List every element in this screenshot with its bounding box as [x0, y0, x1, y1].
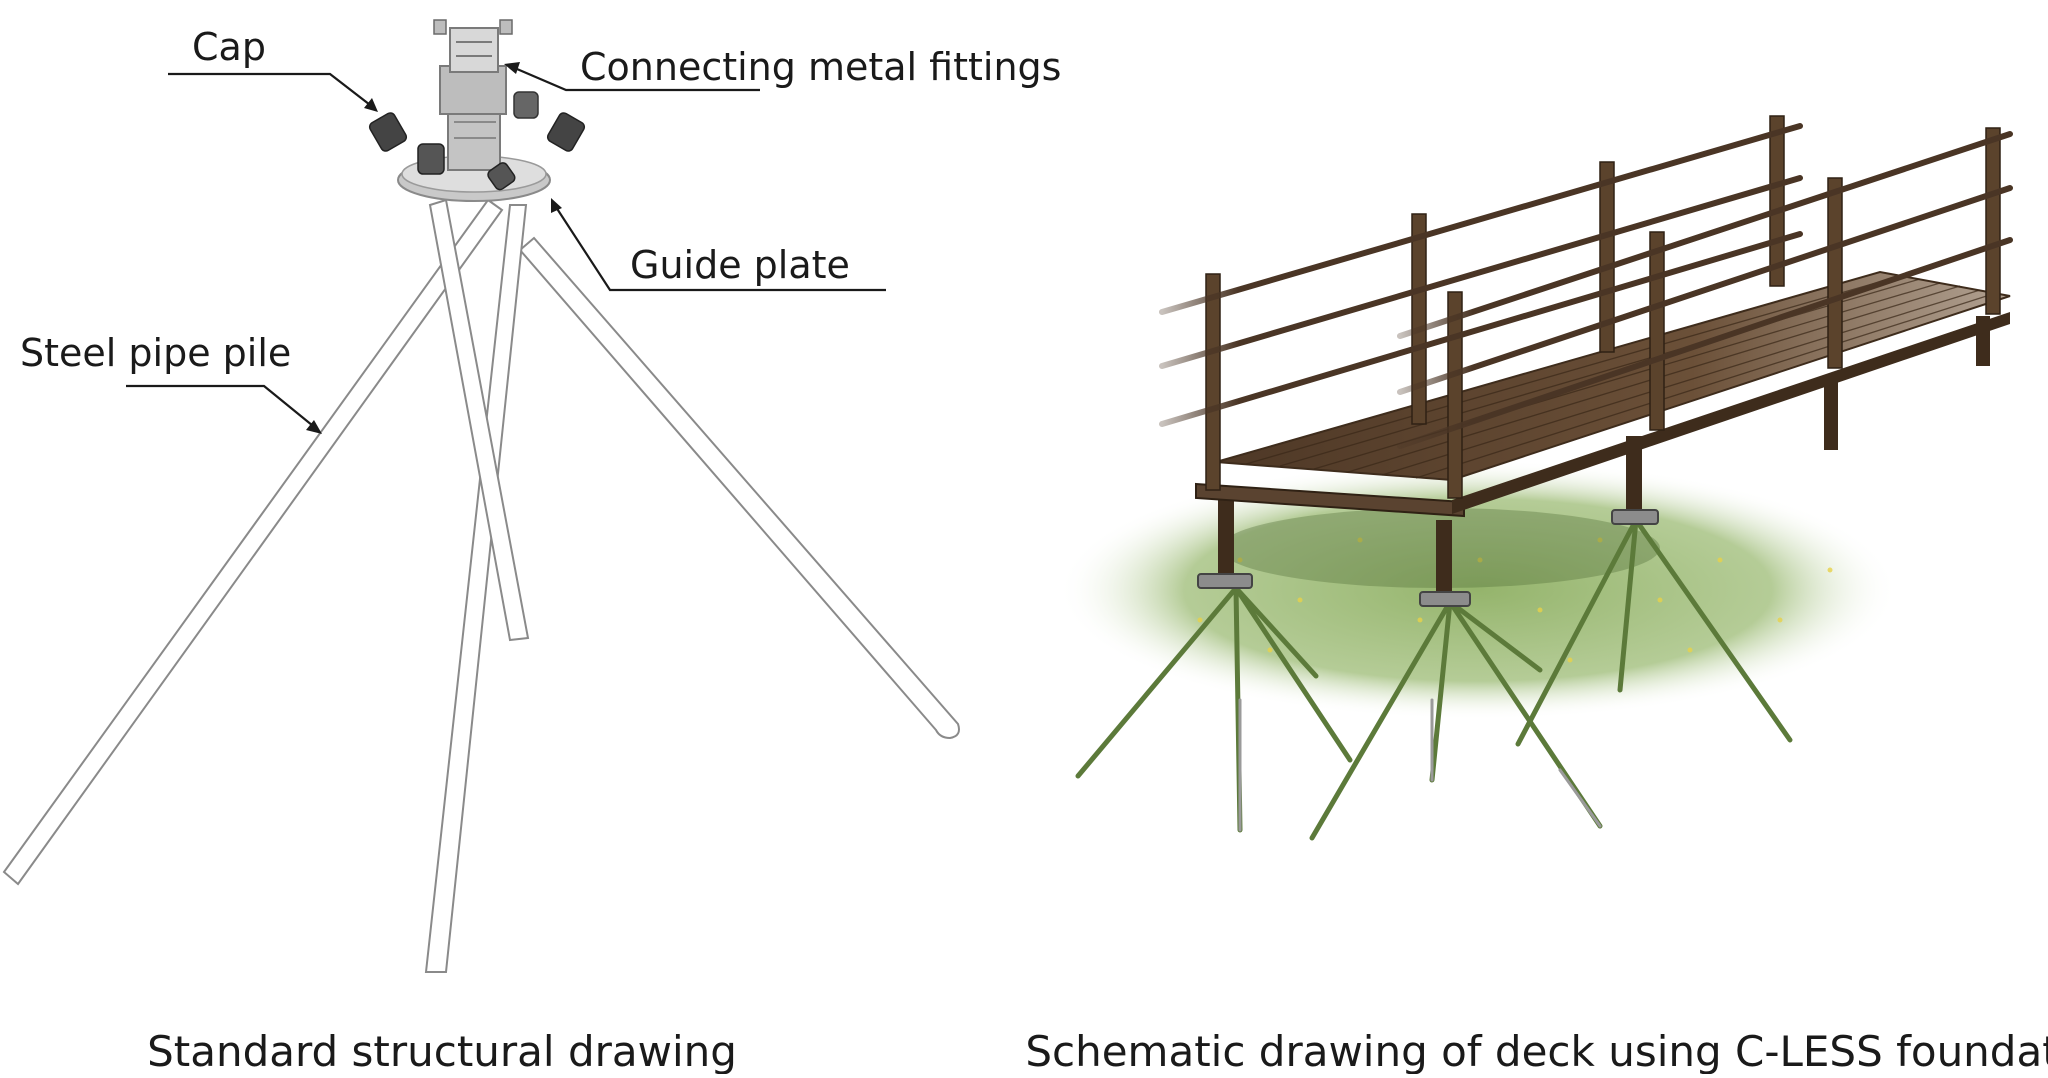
rail-post [1769, 115, 1785, 287]
rail-post [1827, 177, 1843, 369]
cap-center [417, 143, 445, 175]
steel-pipe-pile-label: Steel pipe pile [20, 331, 291, 375]
cap-right [546, 112, 586, 152]
cap-front [487, 162, 516, 191]
rail-post [1411, 213, 1427, 425]
guide-plate-leader [553, 203, 886, 292]
connecting-fittings-label: Connecting metal fittings [580, 45, 1061, 89]
rail-post [1599, 161, 1615, 353]
deck-schematic-drawing: Schematic drawing of deck using C-LESS f… [1025, 115, 2048, 1076]
grass-flowers [1197, 537, 1833, 663]
left-caption: Standard structural drawing [147, 1027, 737, 1074]
foundation-fittings [1197, 509, 1659, 607]
rail-post [1205, 273, 1221, 491]
cap-back [513, 91, 539, 119]
pile-long-left [2, 198, 504, 886]
deck-front-beam [1195, 482, 1465, 518]
connecting-fittings-leader [509, 64, 760, 92]
standard-structural-drawing: Cap Connecting metal fittings Guide plat… [2, 19, 1061, 1076]
pile-center-back [428, 198, 530, 642]
cap-left [368, 112, 408, 152]
rail-post [1447, 291, 1463, 499]
steel-pipe-piles [2, 198, 960, 973]
deck-side-beam [1452, 312, 2010, 514]
cap-leader [168, 72, 375, 109]
right-caption: Schematic drawing of deck using C-LESS f… [1025, 1027, 2048, 1074]
rail-post [1649, 231, 1665, 431]
railing-posts [1205, 115, 2001, 499]
connecting-metal-fittings [433, 19, 513, 171]
railings [1159, 123, 2013, 449]
guide-plate-label: Guide plate [630, 243, 850, 287]
grass-area [1058, 460, 1898, 720]
pile-center-front [424, 204, 528, 973]
leader-lines [126, 62, 886, 434]
c-less-piles-silver [1238, 698, 1602, 832]
cap-label: Cap [192, 25, 266, 69]
steel-pipe-pile-leader [126, 384, 319, 431]
pile-right [518, 236, 960, 740]
caps [368, 91, 586, 191]
rail-post [1985, 127, 2001, 315]
